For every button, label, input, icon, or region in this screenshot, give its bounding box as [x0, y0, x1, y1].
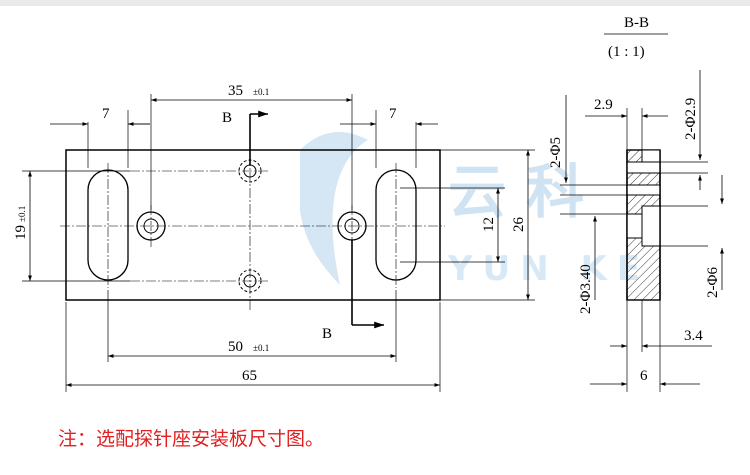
dim-2-phi6: 2-Φ6 — [705, 267, 721, 298]
dim-50: 50 — [228, 339, 243, 355]
front-view-labels: 35 ±0.1 7 7 B B 19 ±0.1 12 26 50 ±0.1 65 — [13, 83, 527, 384]
dim-2-phi3-40: 2-Φ3.40 — [578, 264, 594, 314]
dim-2-phi5: 2-Φ5 — [548, 137, 564, 168]
plate-outline — [65, 149, 441, 301]
center-lines — [60, 140, 445, 310]
dim-6: 6 — [640, 368, 648, 384]
section-label: B-B — [624, 15, 649, 31]
section-view: B-B (1 : 1) — [548, 15, 724, 392]
section-mark-bottom: B — [322, 326, 332, 342]
watermark-cn: 云 科 — [448, 158, 584, 226]
watermark: 云 科 YUN KE — [300, 132, 650, 289]
front-view — [22, 94, 535, 392]
dim-26: 26 — [511, 217, 527, 233]
tol-35: ±0.1 — [253, 87, 269, 97]
top-bar — [0, 0, 750, 6]
dim-19: 19 — [13, 225, 29, 240]
dim-65: 65 — [242, 368, 257, 384]
dim-7-left: 7 — [102, 106, 110, 122]
note-text: 注：选配探针座安装板尺寸图。 — [58, 428, 325, 450]
section-mark-top: B — [222, 110, 232, 126]
dim-12: 12 — [481, 217, 497, 232]
watermark-en: YUN KE — [447, 249, 650, 289]
tol-19: ±0.1 — [17, 206, 27, 222]
watermark-logo — [300, 132, 368, 285]
dim-3-4: 3.4 — [684, 328, 703, 344]
tol-50: ±0.1 — [253, 343, 269, 353]
dim-2-9: 2.9 — [594, 97, 613, 113]
section-scale: (1 : 1) — [608, 44, 645, 60]
dim-35: 35 — [228, 83, 243, 99]
dim-7-right: 7 — [389, 106, 397, 122]
dim-2-phi2-9: 2-Φ2.9 — [683, 98, 699, 140]
